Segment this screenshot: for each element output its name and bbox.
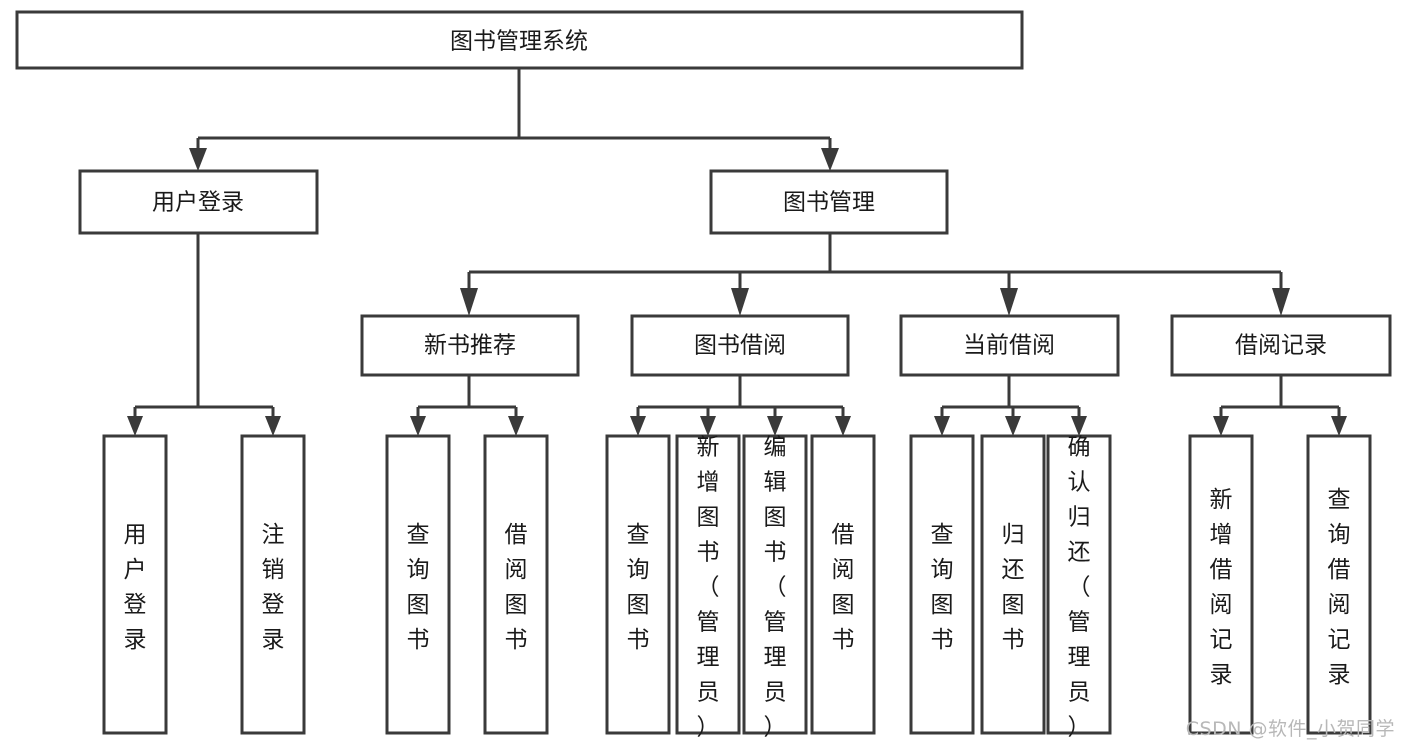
leaf-return-book-box[interactable] (980, 434, 1046, 735)
leaf-confirm-return-label: 确认归还（管理员） (1068, 434, 1091, 740)
leaf-node-layer: 用户登录 注销登录 查询图书 借阅图书 查询图书 新增图书（管理员） 编辑图书（管理员） 借阅… (102, 434, 1372, 740)
leaf-edit-book-box[interactable] (742, 434, 808, 735)
arrow-leaf-return-book (1005, 416, 1021, 436)
leaf-borrow-book-2[interactable]: 借阅图书 (810, 434, 876, 735)
arrow-leaf-query-record (1331, 416, 1347, 436)
user-login-box[interactable] (78, 169, 319, 235)
arrow-leaf-edit-book (767, 416, 783, 436)
leaf-query-book-1[interactable]: 查询图书 (385, 434, 451, 735)
leaf-query-book-2-box[interactable] (605, 434, 671, 735)
root-label: 图书管理系统 (450, 29, 588, 55)
leaf-confirm-return-box[interactable] (1046, 434, 1112, 735)
borrow-record-box[interactable] (1170, 314, 1392, 377)
arrow-leaf-logout (265, 416, 281, 436)
leaf-add-book-label: 新增图书（管理员） (697, 434, 720, 740)
arrow-borrow-record (1272, 288, 1290, 316)
connectors-new-book-rec-to-leaves (410, 375, 524, 436)
leaf-query-book-3-label: 查询图书 (931, 522, 954, 653)
node-root[interactable]: 图书管理系统 (15, 10, 1024, 70)
leaf-query-book-3[interactable]: 查询图书 (909, 434, 975, 735)
connectors-user-login-to-leaves (127, 233, 281, 436)
leaf-borrow-book-2-label: 借阅图书 (832, 522, 855, 653)
leaf-query-record-box[interactable] (1306, 434, 1372, 735)
node-user-login[interactable]: 用户登录 (78, 169, 319, 235)
arrow-leaf-query-book-1 (410, 416, 426, 436)
leaf-logout[interactable]: 注销登录 (240, 434, 306, 735)
user-login-label: 用户登录 (152, 190, 244, 216)
leaf-edit-book[interactable]: 编辑图书（管理员） (742, 434, 808, 740)
arrow-leaf-user-login (127, 416, 143, 436)
leaf-borrow-book-1-box[interactable] (483, 434, 549, 735)
book-borrow-box[interactable] (630, 314, 850, 377)
new-book-rec-box[interactable] (360, 314, 580, 377)
leaf-edit-book-label: 编辑图书（管理员） (764, 434, 787, 740)
connectors-current-borrow-to-leaves (934, 375, 1087, 436)
node-book-manage[interactable]: 图书管理 (709, 169, 949, 235)
leaf-borrow-book-2-box[interactable] (810, 434, 876, 735)
current-borrow-box[interactable] (899, 314, 1120, 377)
node-new-book-rec[interactable]: 新书推荐 (360, 314, 580, 377)
leaf-add-record[interactable]: 新增借阅记录 (1188, 434, 1254, 735)
arrow-leaf-confirm-return (1071, 416, 1087, 436)
leaf-query-record[interactable]: 查询借阅记录 (1306, 434, 1372, 735)
borrow-record-label: 借阅记录 (1235, 333, 1327, 359)
connectors-root-to-level2 (189, 68, 839, 171)
csdn-watermark: CSDN @软件_小贺同学 (1185, 718, 1395, 740)
connectors-book-manage-to-level3 (460, 233, 1290, 316)
leaf-add-book[interactable]: 新增图书（管理员） (675, 434, 741, 740)
book-manage-label: 图书管理 (783, 190, 875, 216)
leaf-user-login[interactable]: 用户登录 (102, 434, 168, 735)
leaf-add-book-box[interactable] (675, 434, 741, 735)
connectors-book-borrow-to-leaves (630, 375, 851, 436)
leaf-query-book-1-box[interactable] (385, 434, 451, 735)
arrow-leaf-add-record (1213, 416, 1229, 436)
current-borrow-label: 当前借阅 (963, 333, 1055, 359)
connectors-borrow-record-to-leaves (1213, 375, 1347, 436)
leaf-query-book-1-label: 查询图书 (407, 522, 430, 653)
leaf-add-record-label: 新增借阅记录 (1210, 487, 1233, 688)
new-book-rec-label: 新书推荐 (424, 333, 516, 359)
leaf-logout-label: 注销登录 (262, 522, 285, 653)
leaf-return-book[interactable]: 归还图书 (980, 434, 1046, 735)
arrow-leaf-query-book-3 (934, 416, 950, 436)
leaf-query-book-3-box[interactable] (909, 434, 975, 735)
arrow-user-login (189, 148, 207, 171)
leaf-borrow-book-1[interactable]: 借阅图书 (483, 434, 549, 735)
leaf-user-login-box[interactable] (102, 434, 168, 735)
node-book-borrow[interactable]: 图书借阅 (630, 314, 850, 377)
leaf-add-record-box[interactable] (1188, 434, 1254, 735)
leaf-return-book-label: 归还图书 (1002, 522, 1025, 653)
leaf-query-book-2[interactable]: 查询图书 (605, 434, 671, 735)
book-manage-box[interactable] (709, 169, 949, 235)
leaf-user-login-label: 用户登录 (124, 522, 147, 653)
arrow-book-manage (821, 148, 839, 171)
node-current-borrow[interactable]: 当前借阅 (899, 314, 1120, 377)
leaf-query-book-2-label: 查询图书 (627, 522, 650, 653)
arrow-new-book-rec (460, 288, 478, 316)
leaf-logout-box[interactable] (240, 434, 306, 735)
leaf-query-record-label: 查询借阅记录 (1328, 487, 1351, 688)
root-box[interactable] (15, 10, 1024, 70)
book-borrow-label: 图书借阅 (694, 333, 786, 359)
arrow-leaf-borrow-book-2 (835, 416, 851, 436)
arrow-leaf-borrow-book-1 (508, 416, 524, 436)
arrow-leaf-add-book (700, 416, 716, 436)
node-borrow-record[interactable]: 借阅记录 (1170, 314, 1392, 377)
arrow-leaf-query-book-2 (630, 416, 646, 436)
arrow-book-borrow (731, 288, 749, 316)
leaf-borrow-book-1-label: 借阅图书 (505, 522, 528, 653)
leaf-confirm-return[interactable]: 确认归还（管理员） (1046, 434, 1112, 740)
arrow-current-borrow (1000, 288, 1018, 316)
